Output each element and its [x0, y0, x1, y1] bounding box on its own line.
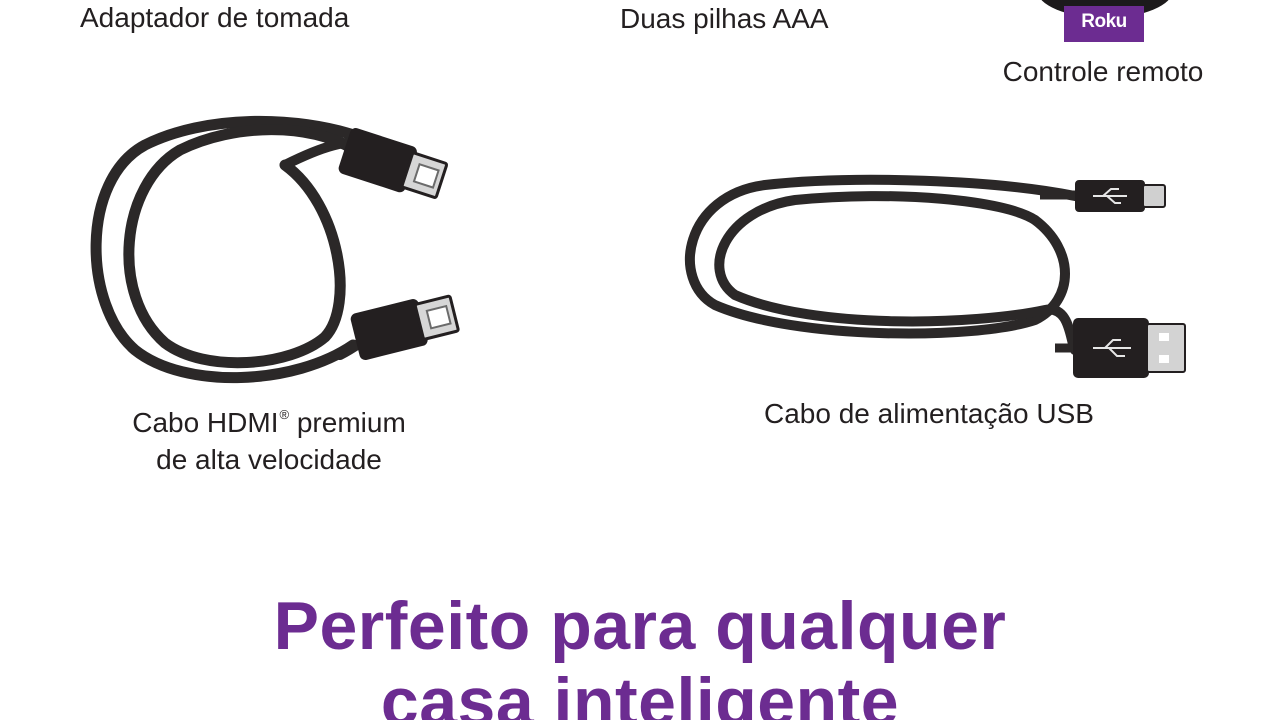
remote-label: Controle remoto: [1002, 56, 1204, 87]
hdmi-label-line-1: Cabo HDMI® premium: [132, 407, 406, 438]
hdmi-cable-image: [90, 115, 460, 383]
headline-line-2: casa inteligente: [380, 664, 900, 720]
headline: Perfeito para qualquer casa inteligente: [0, 588, 1280, 720]
hdmi-label-line-2: de alta velocidade: [156, 444, 382, 475]
usb-power-cable-image: [685, 174, 1186, 378]
hdmi-cable-label: Cabo HDMI® premium de alta velocidade: [132, 396, 406, 478]
roku-logo: Roku: [1064, 6, 1144, 42]
adapter-label: Adaptador de tomada: [80, 2, 350, 33]
batteries-label: Duas pilhas AAA: [620, 3, 829, 34]
headline-line-1: Perfeito para qualquer: [273, 588, 1007, 664]
usb-symbol-icon: [1093, 339, 1131, 357]
registered-mark: ®: [279, 407, 290, 422]
usb-cable-label: Cabo de alimentação USB: [764, 398, 1094, 429]
usb-symbol-icon: [1093, 188, 1127, 204]
